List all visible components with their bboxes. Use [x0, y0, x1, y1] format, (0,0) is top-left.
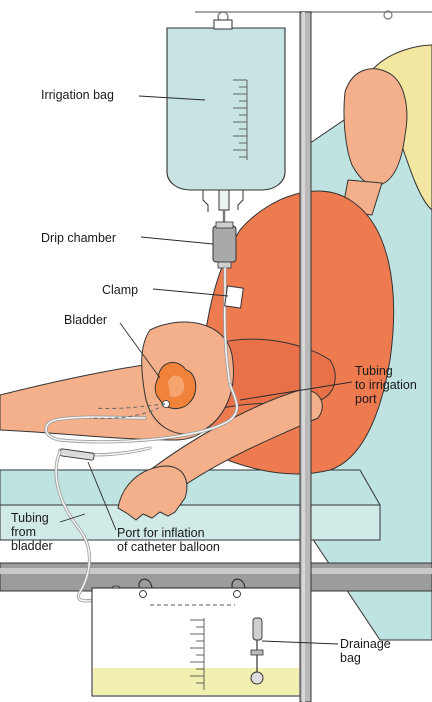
label-drainage-2: bag	[340, 651, 361, 665]
label-tubing-irrigation-1: Tubing	[355, 364, 393, 378]
label-tubing-irrigation-2: to irrigation	[355, 378, 417, 392]
drip-chamber-top	[216, 222, 233, 228]
bag-outlet-right	[238, 190, 243, 210]
drainage-eyelet-right	[234, 591, 241, 598]
label-irrigation-bag: Irrigation bag	[41, 88, 114, 102]
bag-outlet-left	[203, 190, 208, 212]
iv-pole-shine	[302, 12, 305, 702]
bag-hanger	[214, 20, 232, 29]
label-tubing-bladder-2: from	[11, 525, 36, 539]
label-port-1: Port for inflation	[117, 526, 205, 540]
label-tubing-irrigation-3: port	[355, 392, 377, 406]
iv-pole	[300, 12, 311, 702]
label-clamp: Clamp	[102, 283, 138, 297]
irrigation-bag	[167, 28, 285, 190]
bag-outlet-center	[219, 190, 229, 210]
drain-valve	[253, 618, 262, 640]
drain-outlet	[251, 672, 263, 684]
label-bladder: Bladder	[64, 313, 107, 327]
label-tubing-bladder-3: bladder	[11, 539, 53, 553]
label-drainage-1: Drainage	[340, 637, 391, 651]
drain-valve-grip	[251, 650, 263, 655]
drainage-eyelet-left	[140, 591, 147, 598]
bed-rail	[0, 563, 432, 591]
drainage-fluid	[93, 668, 299, 695]
inflation-port	[60, 449, 95, 461]
label-drip-chamber: Drip chamber	[41, 231, 116, 245]
leader-drip-chamber	[141, 237, 213, 244]
label-port-2: of catheter balloon	[117, 540, 220, 554]
bed-rail-highlight	[0, 568, 432, 574]
label-tubing-bladder-1: Tubing	[11, 511, 49, 525]
clamp	[225, 286, 244, 308]
drip-chamber	[213, 226, 236, 262]
